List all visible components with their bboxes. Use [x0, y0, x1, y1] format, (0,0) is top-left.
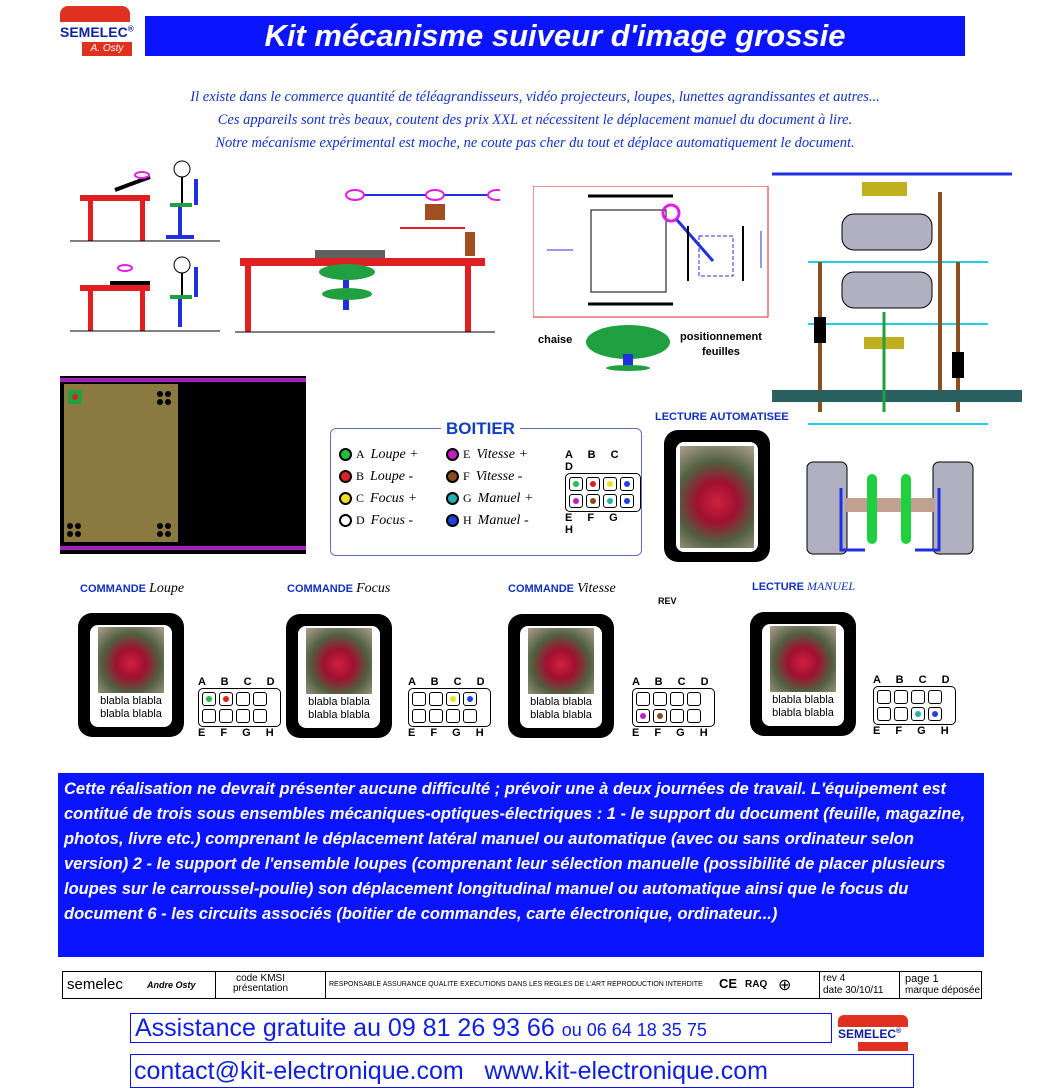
email-link[interactable]: contact@kit-electronique.com — [134, 1057, 464, 1085]
connector-vitesse: A B C D E F G H — [632, 676, 715, 739]
boitier-title: BOITIER — [441, 419, 520, 439]
phone-manuel: blabla blabla blabla blabla — [750, 612, 856, 736]
posture-illustration — [70, 160, 220, 332]
table-mechanism-diagram — [235, 189, 500, 333]
phone-focus: blabla blabla blabla blabla — [286, 614, 392, 738]
led-icon — [446, 514, 459, 528]
led-icon — [339, 448, 352, 462]
rev-label: REV — [658, 596, 677, 606]
connector-manuel: A B C D E F G H — [873, 674, 956, 737]
website-link[interactable]: www.kit-electronique.com — [484, 1057, 768, 1085]
connector-loupe: A B C D E F G H — [198, 676, 281, 739]
display-screen-image — [60, 376, 306, 554]
led-icon — [446, 448, 459, 462]
connector-focus: A B C D E F G H — [408, 676, 491, 739]
command-label-focus: COMMANDE Focus — [287, 581, 391, 596]
lecture-auto-display — [664, 430, 770, 562]
contact-line: contact@kit-electronique.com www.kit-ele… — [130, 1054, 914, 1088]
led-icon — [446, 470, 459, 484]
lecture-auto-label: LECTURE AUTOMATISEE — [655, 411, 789, 423]
command-label-manuel: LECTURE MANUEL — [752, 579, 856, 593]
side-assembly-diagram — [806, 461, 974, 555]
chair-plate-icon — [586, 325, 670, 371]
command-label-loupe: COMMANDE Loupe — [80, 581, 185, 596]
description-text: Cette réalisation ne devrait présenter a… — [58, 773, 984, 957]
label-chaise: chaise — [538, 334, 573, 346]
phone-loupe: blabla blabla blabla blabla — [78, 613, 184, 737]
phone-assistance: Assistance gratuite au 09 81 26 93 66 ou… — [130, 1013, 832, 1043]
semelec-logo-footer: SEMELEC® — [838, 1015, 912, 1051]
semelec-logo: SEMELEC® A. Osty — [60, 6, 140, 58]
command-label-vitesse: COMMANDE Vitesse — [508, 581, 616, 596]
led-icon — [339, 514, 352, 528]
label-positionnement: positionnement feuilles — [680, 331, 762, 358]
led-icon — [339, 492, 352, 506]
page-title: Kit mécanisme suiveur d'image grossie — [145, 16, 965, 56]
led-icon — [446, 492, 459, 506]
connector-legend: A B C D E F G H — [565, 449, 641, 536]
led-icon — [339, 470, 352, 484]
feed-diagram — [533, 186, 769, 318]
target-icon: ⊕ — [778, 977, 792, 994]
mechanical-assembly — [772, 172, 1022, 425]
phone-vitesse: blabla blabla blabla blabla — [508, 614, 614, 738]
intro-text: Il existe dans le commerce quantité de t… — [190, 89, 880, 151]
